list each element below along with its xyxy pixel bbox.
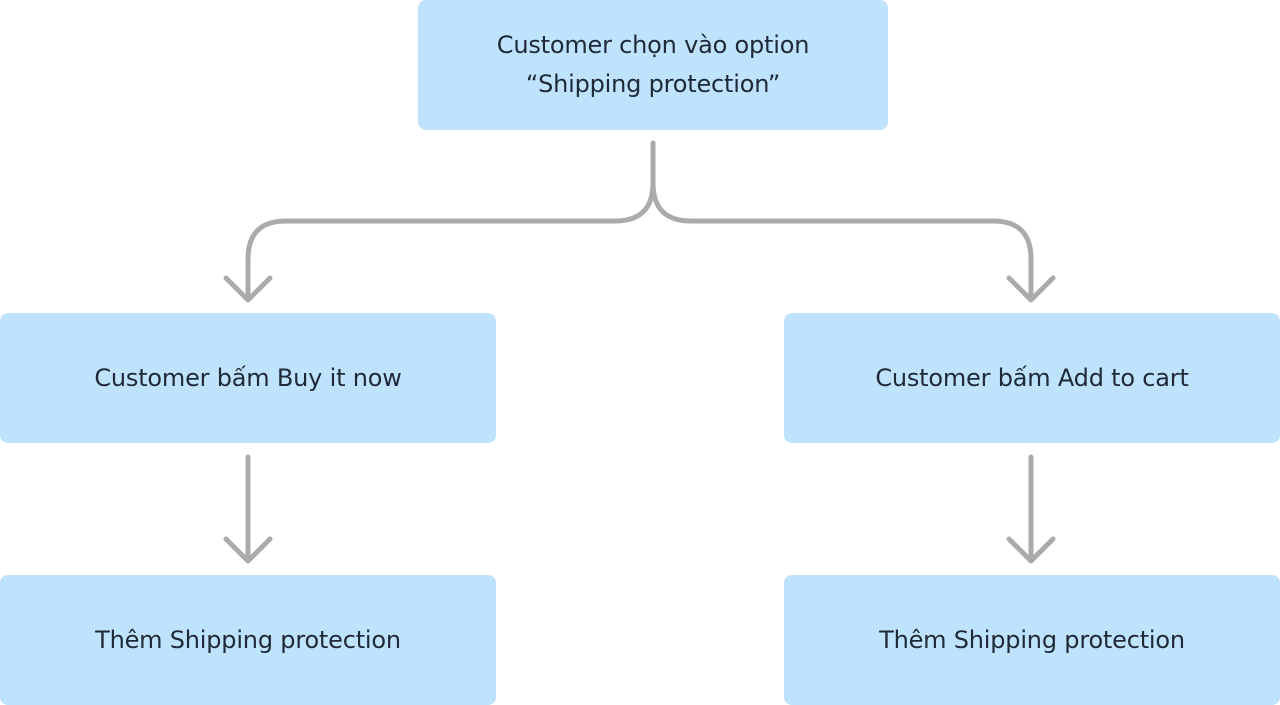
node-left-add-shipping-protection-label: Thêm Shipping protection: [95, 625, 401, 654]
arrowhead-left-1: [223, 275, 273, 303]
arrowhead-right-2: [1006, 536, 1056, 564]
arrowhead-left-2: [223, 536, 273, 564]
node-right-add-shipping-protection-label: Thêm Shipping protection: [879, 625, 1185, 654]
node-buy-it-now: Customer bấm Buy it now: [0, 313, 496, 443]
node-left-add-shipping-protection: Thêm Shipping protection: [0, 575, 496, 705]
node-root-line-1: Customer chọn vào option: [496, 31, 810, 59]
node-add-to-cart: Customer bấm Add to cart: [784, 313, 1280, 443]
node-root-line-2: “Shipping protection”: [525, 70, 781, 98]
connector-root-to-right: [650, 180, 1034, 301]
node-buy-it-now-label: Customer bấm Buy it now: [94, 363, 402, 392]
node-right-add-shipping-protection: Thêm Shipping protection: [784, 575, 1280, 705]
node-add-to-cart-label: Customer bấm Add to cart: [875, 363, 1189, 392]
connector-root-to-left: [245, 140, 656, 301]
node-root-choose-option: Customer chọn vào option “Shipping prote…: [418, 0, 888, 130]
arrowhead-right-1: [1006, 275, 1056, 303]
